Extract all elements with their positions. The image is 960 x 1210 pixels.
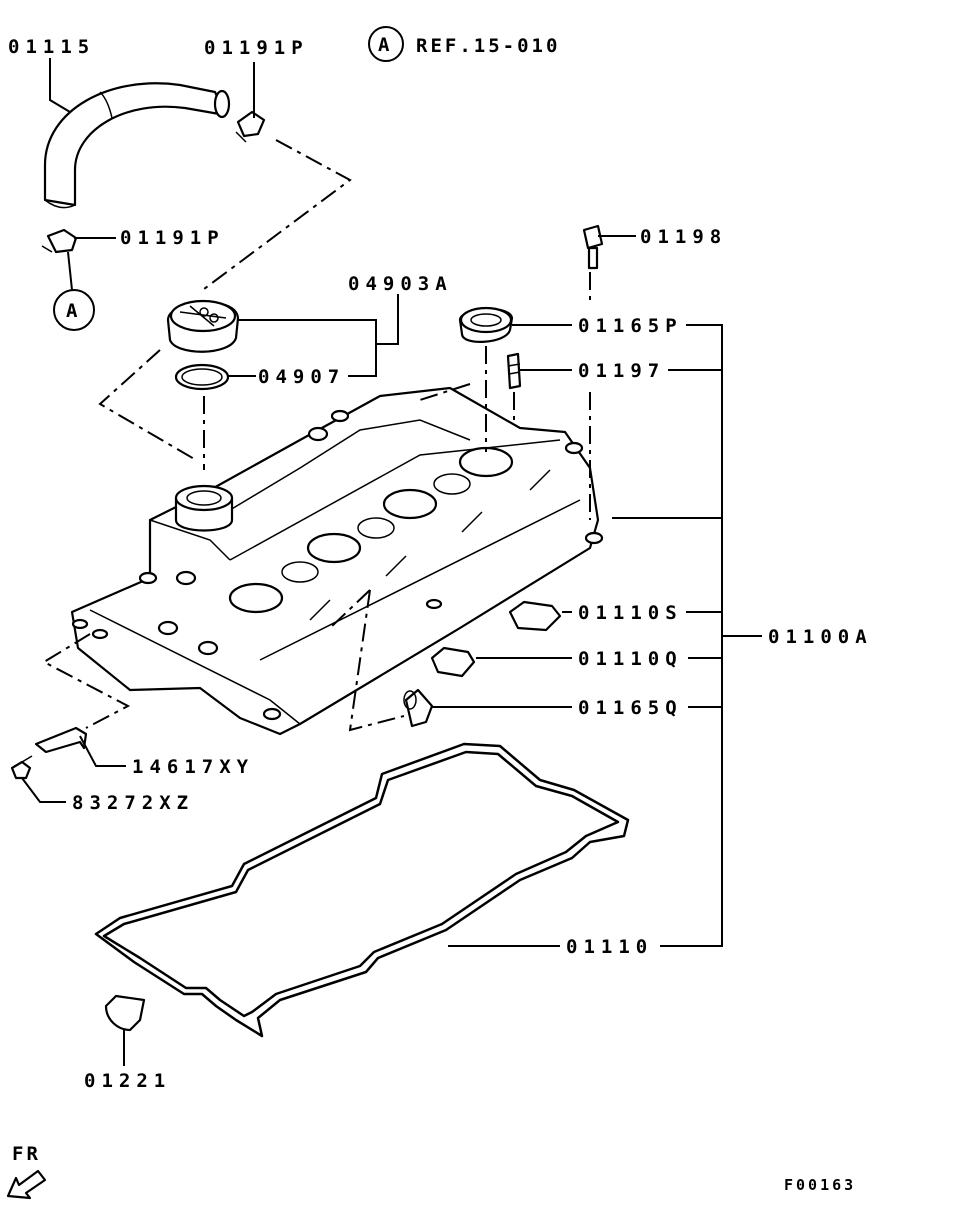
gasket-01110s — [508, 600, 562, 632]
label-01110: 01110 — [566, 936, 653, 958]
hose-clamp-top — [235, 110, 266, 143]
label-01191p-top: 01191P — [204, 37, 309, 59]
label-83272xz: 83272XZ — [72, 792, 194, 814]
bolt-83272xz — [10, 755, 33, 780]
label-01221: 01221 — [84, 1070, 171, 1092]
cover-stud — [506, 352, 522, 390]
direction-label: FR — [12, 1143, 41, 1165]
bracket-14617xy — [34, 726, 88, 754]
label-04903a: 04903A — [348, 273, 453, 295]
label-01165q: 01165Q — [578, 697, 683, 719]
breather-hose — [43, 82, 231, 209]
label-04907: 04907 — [258, 366, 345, 388]
label-01110q: 01110Q — [578, 648, 683, 670]
ref-circle-letter: A — [378, 34, 392, 56]
callout-letter-a: A — [66, 300, 80, 322]
rocker-cover-gasket — [94, 742, 630, 1038]
label-14617xy: 14617XY — [132, 756, 254, 778]
hose-clamp-left — [41, 228, 78, 254]
figure-code: F00163 — [784, 1176, 856, 1194]
label-01110s: 01110S — [578, 602, 683, 624]
cover-bolt — [582, 224, 604, 270]
label-01197: 01197 — [578, 360, 665, 382]
spark-plug-tube-seal-top — [458, 306, 514, 343]
label-01198: 01198 — [640, 226, 727, 248]
label-01100a: 01100A — [768, 626, 873, 648]
front-arrow-icon — [6, 1169, 47, 1200]
oil-filler-cap — [166, 299, 240, 353]
seal-01165q — [403, 688, 434, 728]
callout-circle-a — [53, 289, 95, 331]
ref-text: REF.15-010 — [416, 35, 560, 57]
semi-circular-plug — [104, 994, 146, 1032]
ref-circle — [368, 26, 404, 62]
label-01115: 01115 — [8, 36, 95, 58]
gasket-01110q — [430, 646, 476, 678]
label-01191p-left: 01191P — [120, 227, 225, 249]
rocker-cover — [70, 386, 604, 736]
label-01165p: 01165P — [578, 315, 683, 337]
